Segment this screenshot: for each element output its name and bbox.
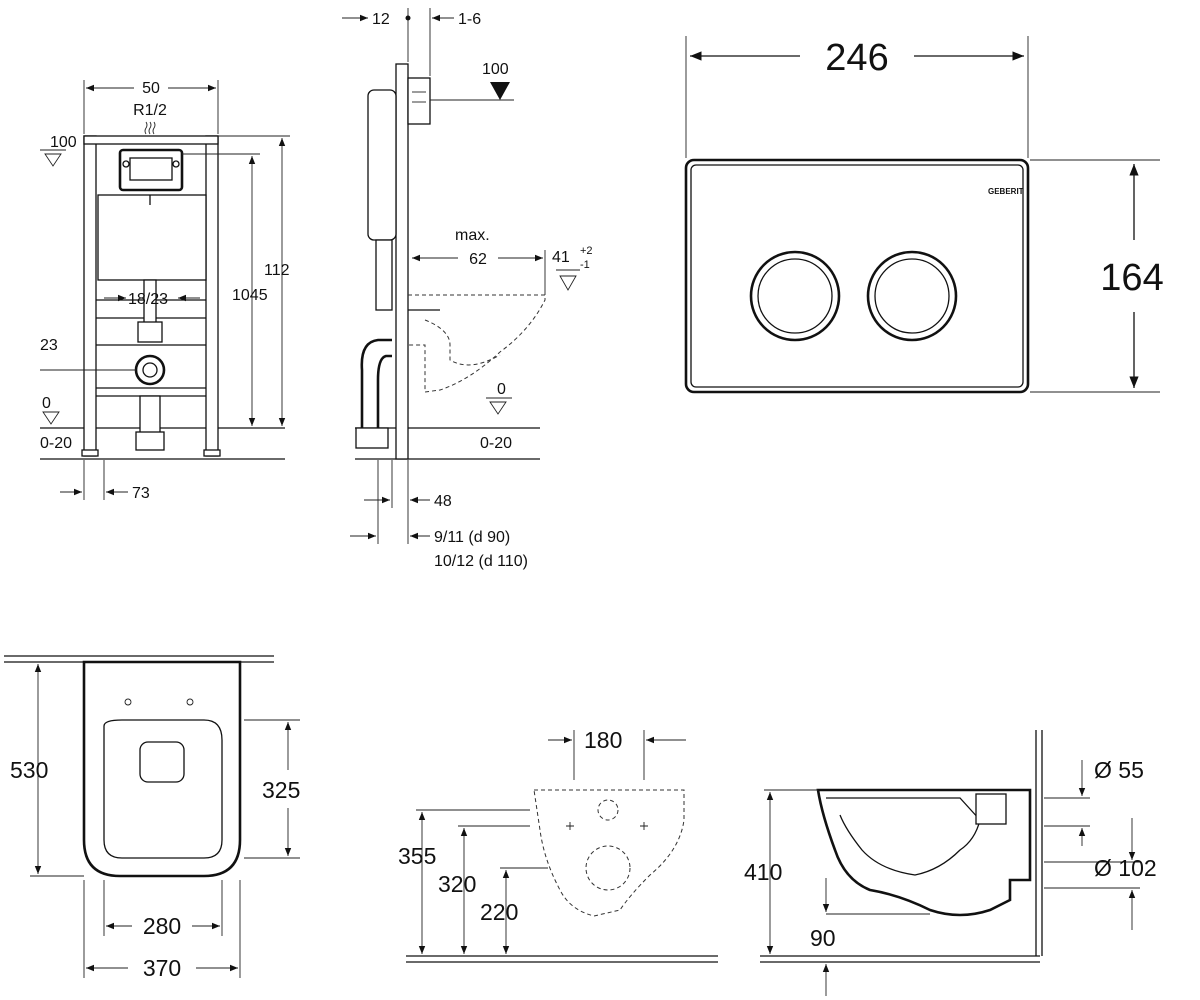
toilet-top-view: 530 325 280 370 bbox=[4, 655, 300, 981]
spacing-1823-label: 18/23 bbox=[128, 291, 168, 308]
dia-55-label: Ø 55 bbox=[1094, 757, 1144, 783]
dim-41-label: 41 bbox=[552, 249, 570, 266]
dim-48-label: 48 bbox=[434, 493, 452, 510]
range-020-label: 0-20 bbox=[40, 435, 72, 452]
plate-width-label: 246 bbox=[825, 37, 888, 79]
dim-1012-label: 10/12 (d 110) bbox=[434, 553, 528, 570]
large-flush-button bbox=[866, 250, 958, 342]
flush-plate: 246 GEBERIT 164 bbox=[684, 36, 1164, 394]
tol-plus-label: +2 bbox=[580, 245, 593, 257]
h-220-label: 220 bbox=[480, 899, 518, 925]
brand-label: GEBERIT bbox=[988, 187, 1024, 196]
offset-73-label: 73 bbox=[132, 485, 150, 502]
h-90-label: 90 bbox=[810, 925, 836, 951]
side-range-020-label: 0-20 bbox=[480, 435, 512, 452]
side-level-0-label: 0 bbox=[497, 381, 506, 398]
dim-911-label: 9/11 (d 90) bbox=[434, 529, 510, 546]
h-410-label: 410 bbox=[744, 859, 782, 885]
small-flush-button bbox=[749, 250, 841, 342]
depth-530-label: 530 bbox=[10, 757, 48, 783]
toilet-side-view: 410 90 Ø 55 Ø 102 bbox=[744, 730, 1157, 996]
h-320-label: 320 bbox=[438, 871, 476, 897]
dim-12-label: 12 bbox=[372, 11, 390, 28]
frame-side-view: 12 1-6 100 max. 62 41 +2 -1 0 0-20 48 bbox=[342, 8, 593, 570]
outer-370-label: 370 bbox=[143, 955, 181, 981]
inner-280-label: 280 bbox=[143, 913, 181, 939]
level-100-label: 100 bbox=[50, 134, 77, 151]
bolt-180-label: 180 bbox=[584, 727, 622, 753]
frame-front-view: 50 R1/2 100 112 1045 18/23 23 0 0-20 73 bbox=[40, 80, 290, 502]
height-1045-label: 1045 bbox=[232, 287, 268, 304]
h-355-label: 355 bbox=[398, 843, 436, 869]
side-level-100-label: 100 bbox=[482, 61, 509, 78]
height-112-label: 112 bbox=[264, 262, 290, 279]
toilet-back-view: 180 355 320 220 bbox=[398, 727, 718, 963]
width-50-label: 50 bbox=[142, 80, 160, 97]
dia-102-label: Ø 102 bbox=[1094, 855, 1157, 881]
tol-minus-label: -1 bbox=[580, 259, 590, 271]
plate-height-label: 164 bbox=[1100, 257, 1163, 299]
seat-325-label: 325 bbox=[262, 777, 300, 803]
dim-16-label: 1-6 bbox=[458, 11, 481, 28]
level-0-label: 0 bbox=[42, 395, 51, 412]
max-label: max. bbox=[455, 227, 490, 244]
level-23-label: 23 bbox=[40, 337, 58, 354]
pipe-label: R1/2 bbox=[133, 102, 167, 119]
max-62-label: 62 bbox=[469, 251, 487, 268]
